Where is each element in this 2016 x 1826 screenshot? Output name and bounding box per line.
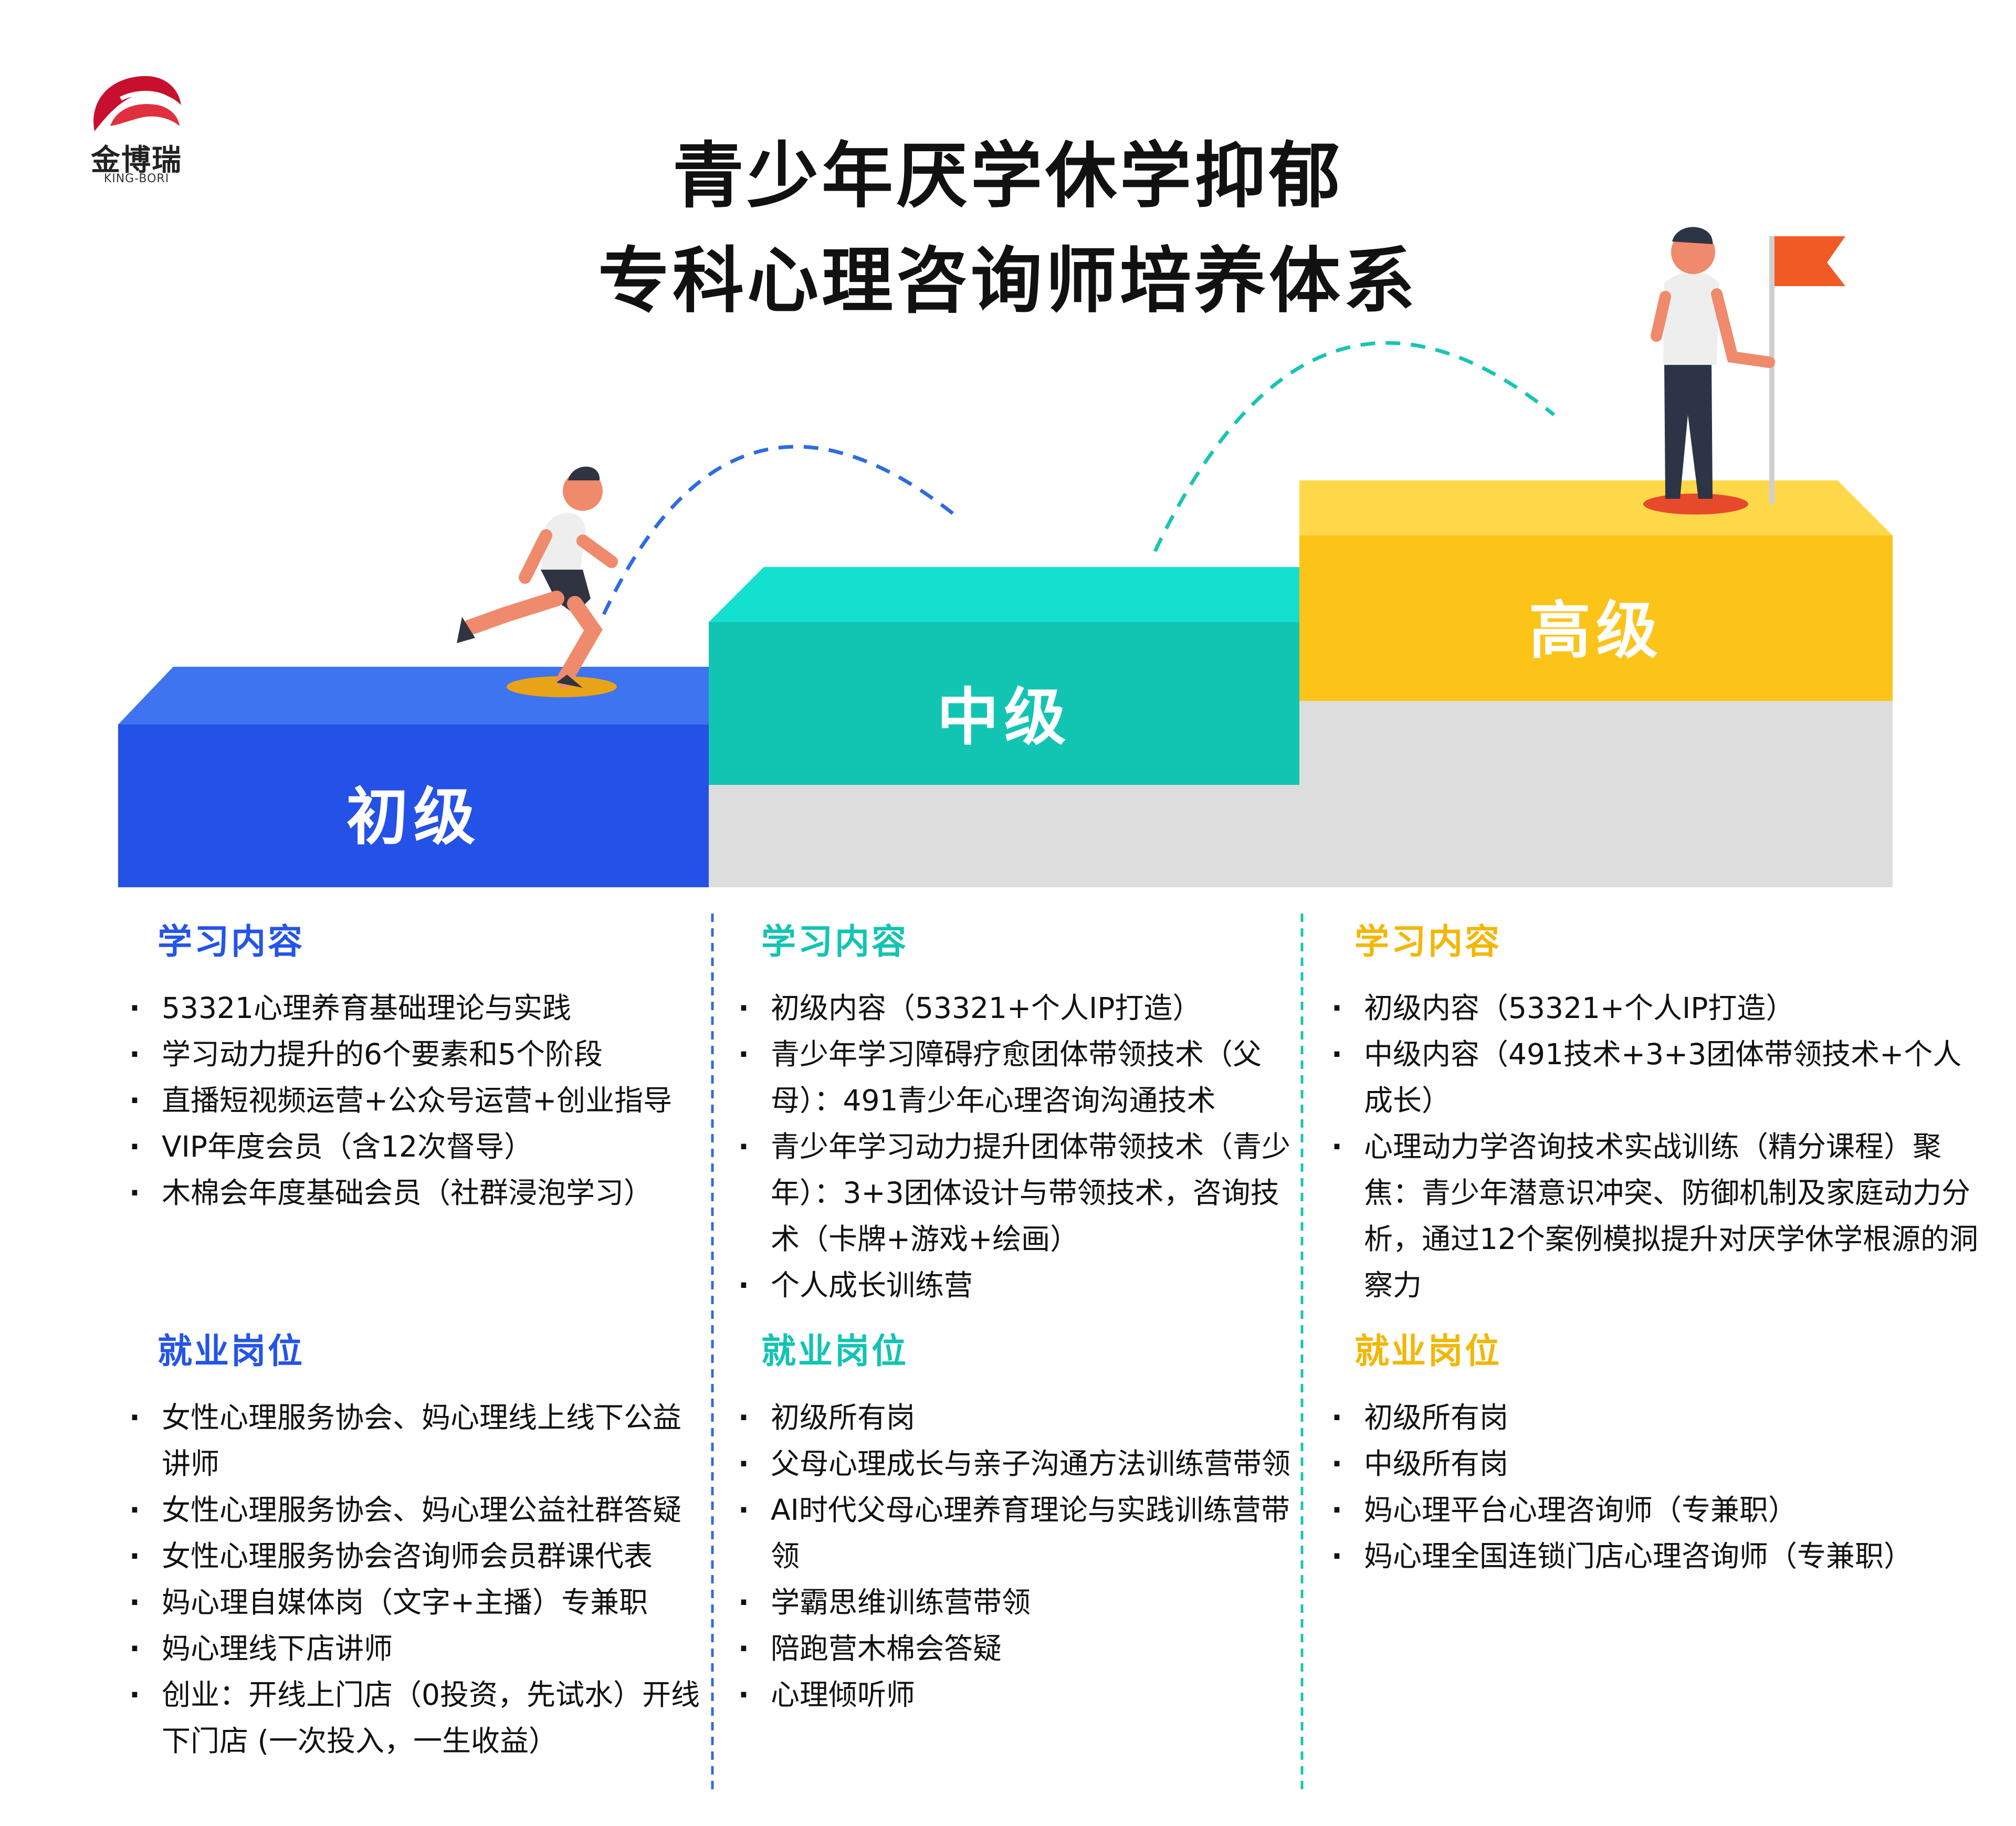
level-primary-label: 初级 [346,781,481,853]
person-with-flag-icon [1643,227,1845,515]
list-item: 心理动力学咨询技术实战训练（精分课程）聚焦：青少年潜意识冲突、防御机制及家庭动力… [1328,1124,1990,1308]
column-advanced: 学习内容 初级内容（53321+个人IP打造） 中级内容（491技术+3+3团体… [1328,914,1990,1308]
list-item: 妈心理自媒体岗（文字+主播）专兼职 [126,1579,709,1625]
list-item: 53321心理养育基础理论与实践 [126,985,709,1031]
study-title: 学习内容 [158,921,304,962]
list-item: 创业：开线上门店（0投资，先试水）开线下门店 (一次投入，一生收益） [126,1672,709,1764]
list-item: 心理倾听师 [735,1672,1302,1718]
page-title-line1: 青少年厌学休学抑郁 [673,135,1343,218]
list-item: 妈心理线下店讲师 [126,1625,709,1672]
list-item: AI时代父母心理养育理论与实践训练营带领 [735,1487,1302,1579]
level-advanced-label: 高级 [1528,594,1663,667]
job-list: 女性心理服务协会、妈心理线上线下公益讲师 女性心理服务协会、妈心理公益社群答疑 … [126,1394,709,1764]
jump-arc-1 [602,445,962,615]
step-advanced-top [1299,480,1893,536]
step-middle [709,622,1299,785]
list-item: 女性心理服务协会咨询师会员群课代表 [126,1533,709,1579]
step-primary [118,725,709,887]
list-item: 学霸思维训练营带领 [735,1579,1302,1625]
job-list: 初级所有岗 父母心理成长与亲子沟通方法训练营带领 AI时代父母心理养育理论与实践… [735,1394,1302,1718]
level-middle-label: 中级 [937,681,1072,753]
study-list: 初级内容（53321+个人IP打造） 青少年学习障碍疗愈团体带领技术（父母）：4… [735,985,1302,1308]
list-item: 父母心理成长与亲子沟通方法训练营带领 [735,1441,1302,1487]
list-item: 女性心理服务协会、妈心理公益社群答疑 [126,1487,709,1533]
level-steps-diagram [118,227,1893,887]
runner-figure-icon [457,466,618,697]
job-title: 就业岗位 [761,1331,908,1371]
jump-arc-2 [1153,341,1556,552]
list-item: VIP年度会员（含12次督导） [126,1124,709,1170]
column-primary-jobs: 就业岗位 女性心理服务协会、妈心理线上线下公益讲师 女性心理服务协会、妈心理公益… [126,1323,709,1764]
list-item: 中级内容（491技术+3+3团体带领技术+个人成长） [1328,1031,1990,1124]
list-item: 中级所有岗 [1328,1441,1990,1487]
column-primary: 学习内容 53321心理养育基础理论与实践 学习动力提升的6个要素和5个阶段 直… [126,914,709,1216]
list-item: 个人成长训练营 [735,1262,1302,1308]
list-item: 木棉会年度基础会员（社群浸泡学习） [126,1170,709,1216]
study-title: 学习内容 [761,921,908,962]
step-primary-top [118,667,709,725]
list-item: 初级内容（53321+个人IP打造） [735,985,1302,1031]
page-title-line2: 专科心理咨询师培养体系 [598,240,1418,323]
step-advanced-base [1299,701,1893,887]
list-item: 直播短视频运营+公众号运营+创业指导 [126,1077,709,1124]
list-item: 学习动力提升的6个要素和5个阶段 [126,1031,709,1077]
study-list: 53321心理养育基础理论与实践 学习动力提升的6个要素和5个阶段 直播短视频运… [126,985,709,1216]
list-item: 妈心理平台心理咨询师（专兼职） [1328,1487,1990,1533]
list-item: 青少年学习障碍疗愈团体带领技术（父母）：491青少年心理咨询沟通技术 [735,1031,1302,1124]
step-advanced [1299,536,1893,701]
list-item: 初级所有岗 [1328,1394,1990,1441]
list-item: 初级所有岗 [735,1394,1302,1441]
job-title: 就业岗位 [1354,1331,1502,1371]
list-item: 妈心理全国连锁门店心理咨询师（专兼职） [1328,1533,1990,1579]
list-item: 女性心理服务协会、妈心理线上线下公益讲师 [126,1394,709,1487]
list-item: 陪跑营木棉会答疑 [735,1625,1302,1672]
column-advanced-jobs: 就业岗位 初级所有岗 中级所有岗 妈心理平台心理咨询师（专兼职） 妈心理全国连锁… [1328,1323,1990,1579]
column-middle-jobs: 就业岗位 初级所有岗 父母心理成长与亲子沟通方法训练营带领 AI时代父母心理养育… [735,1323,1302,1718]
list-item: 初级内容（53321+个人IP打造） [1328,985,1990,1031]
job-title: 就业岗位 [158,1331,304,1371]
study-list: 初级内容（53321+个人IP打造） 中级内容（491技术+3+3团体带领技术+… [1328,985,1990,1308]
study-title: 学习内容 [1354,921,1502,962]
logo-emblem-icon [93,76,181,131]
brand-logo: 金博瑞 KING-BORI [84,68,189,189]
job-list: 初级所有岗 中级所有岗 妈心理平台心理咨询师（专兼职） 妈心理全国连锁门店心理咨… [1328,1394,1990,1579]
brand-name: 金博瑞 [91,143,182,177]
list-item: 青少年学习动力提升团体带领技术（青少年）：3+3团体设计与带领技术，咨询技术（卡… [735,1124,1302,1262]
column-middle: 学习内容 初级内容（53321+个人IP打造） 青少年学习障碍疗愈团体带领技术（… [735,914,1302,1308]
step-middle-top [709,567,1299,622]
brand-subtitle: KING-BORI [103,172,170,185]
